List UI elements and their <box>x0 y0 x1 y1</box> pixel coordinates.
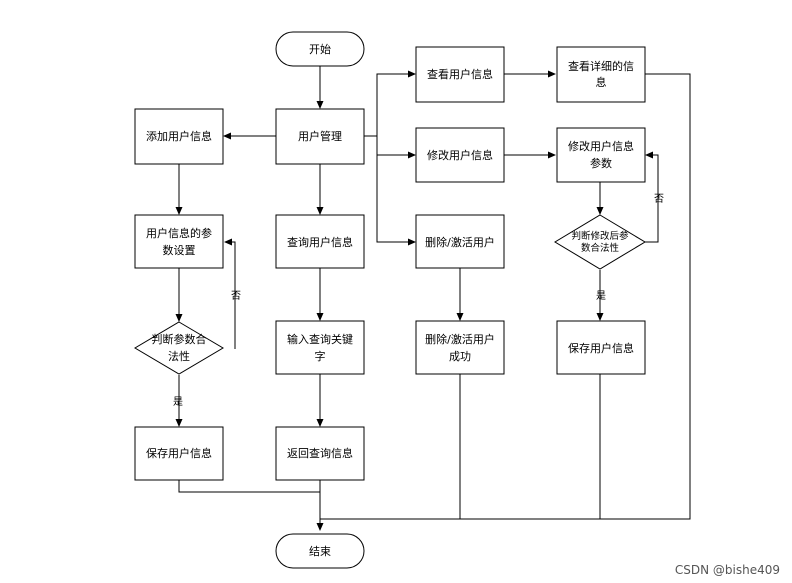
edge-usermgmt-view <box>364 70 416 137</box>
edge-detail-end <box>320 73 691 520</box>
edge-label-right-no: 否 <box>654 193 664 205</box>
return-query-label: 返回查询信息 <box>287 446 353 460</box>
user-mgmt-box <box>275 108 365 165</box>
start-terminal <box>275 31 365 67</box>
save-left-box <box>134 426 224 481</box>
save-right-box <box>556 320 646 375</box>
view-detail-box <box>556 46 646 103</box>
delete-success-box <box>415 320 505 375</box>
modify-user-label: 修改用户信息 <box>427 148 493 162</box>
edge-label-right-yes: 是 <box>596 290 606 302</box>
delete-activate-label: 删除/激活用户 <box>425 235 495 249</box>
view-user-label: 查看用户信息 <box>427 67 493 81</box>
save-right-label: 保存用户信息 <box>568 341 634 355</box>
edge-usermgmt-delete <box>376 155 416 246</box>
input-keyword-box <box>275 320 365 375</box>
check-modified-diamond <box>554 214 646 270</box>
param-setting-label: 用户信息的参数设置 <box>146 226 212 257</box>
end-label: 结束 <box>309 545 331 558</box>
query-user-box <box>275 214 365 269</box>
edge-modcheck-no <box>645 151 659 243</box>
delete-success-label: 删除/激活用户成功 <box>425 332 495 363</box>
start-label: 开始 <box>309 42 331 56</box>
edge-check-no-left <box>224 238 236 349</box>
modify-params-box <box>556 127 646 183</box>
view-user-box <box>415 46 505 103</box>
add-user-box <box>134 108 224 165</box>
return-query-box <box>275 426 365 481</box>
param-setting-box <box>134 214 224 269</box>
check-params-label: 判断参数合法性 <box>152 332 207 363</box>
input-keyword-label: 输入查询关键字 <box>287 332 353 363</box>
query-user-label: 查询用户信息 <box>287 235 353 249</box>
check-modified-label: 判断修改后参数合法性 <box>571 230 629 254</box>
modify-user-box <box>415 127 505 183</box>
edge-label-left-no: 否 <box>231 290 241 302</box>
edge-usermgmt-modify <box>376 136 416 159</box>
modify-params-label: 修改用户信息参数 <box>568 139 634 170</box>
user-mgmt-label: 用户管理 <box>298 129 342 143</box>
end-terminal <box>275 533 365 569</box>
check-params-diamond <box>134 321 224 375</box>
edge-label-left-yes: 是 <box>173 396 183 408</box>
add-user-label: 添加用户信息 <box>146 129 212 143</box>
edge-save-left-end <box>178 480 320 493</box>
save-left-label: 保存用户信息 <box>146 446 212 460</box>
delete-activate-box <box>415 214 505 269</box>
view-detail-label: 查看详细的信息 <box>568 59 634 89</box>
watermark: CSDN @bishe409 <box>674 563 780 577</box>
